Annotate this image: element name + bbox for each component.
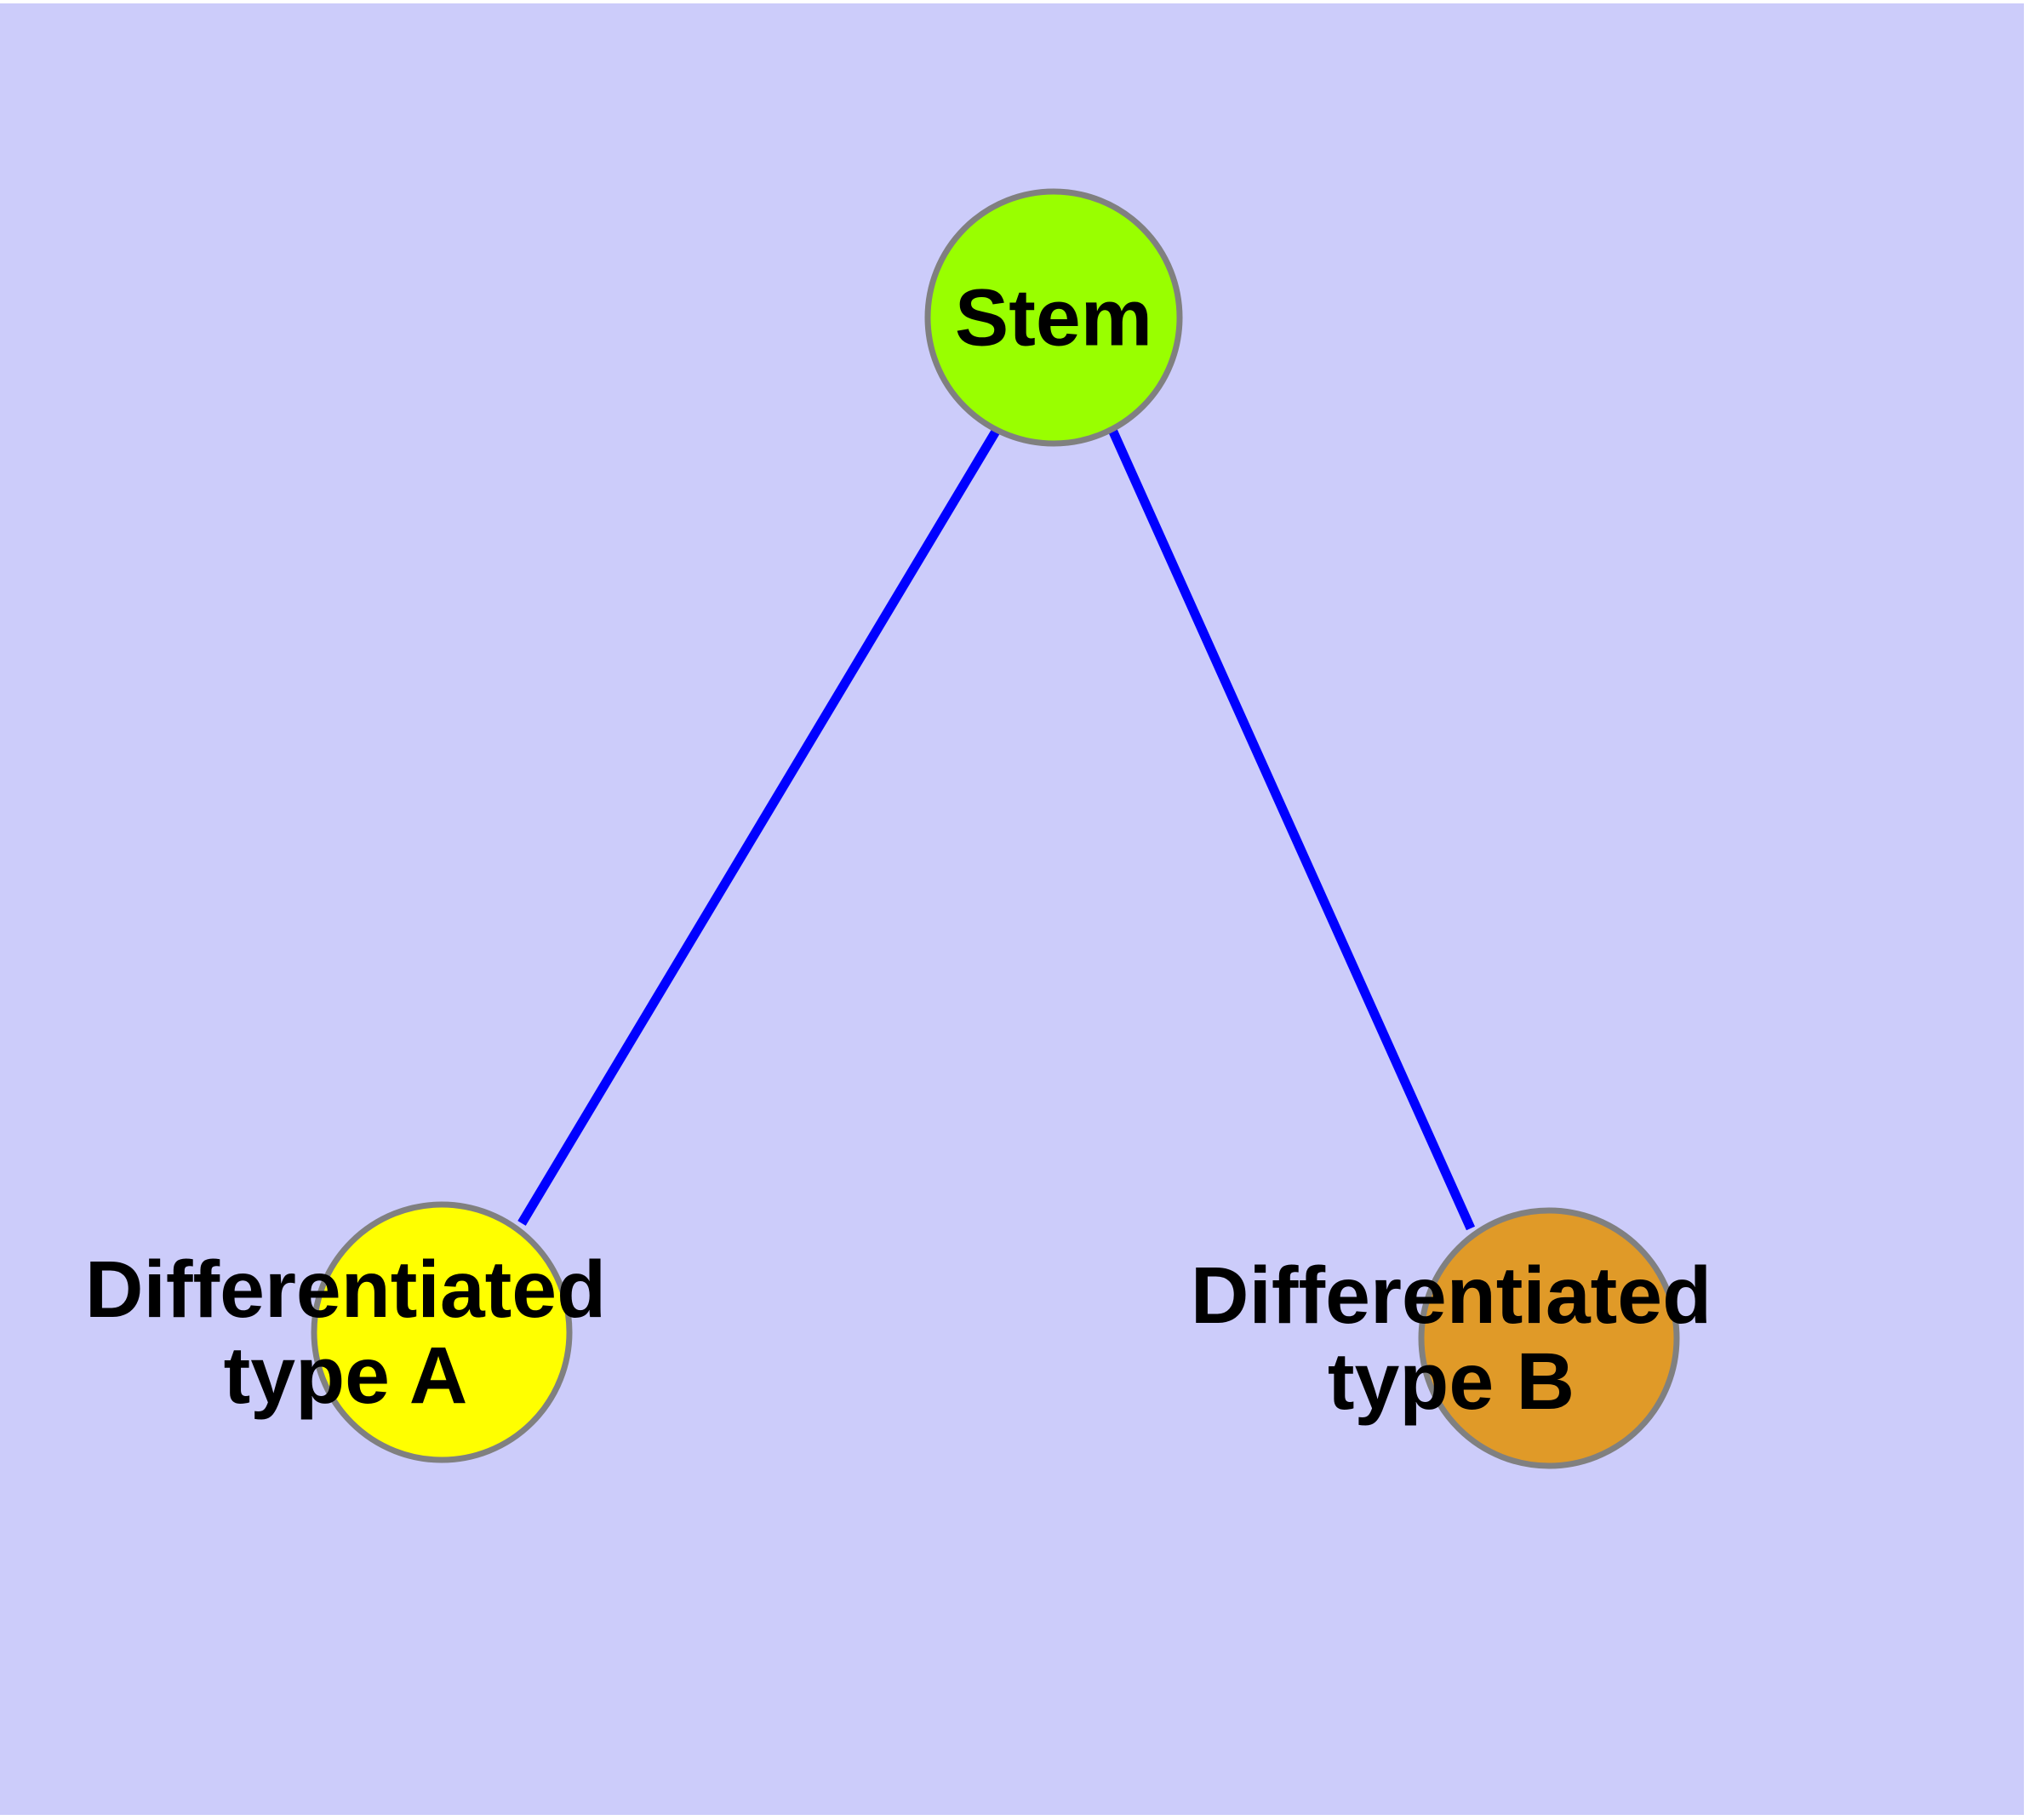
node-stem[interactable] — [924, 188, 1183, 447]
node-label-line: type B — [1328, 1336, 1575, 1427]
node-label-line: Stem — [955, 272, 1152, 363]
edge-stem-to-differentiated-type-b[interactable] — [1107, 427, 1476, 1231]
node-label-line: type A — [224, 1331, 468, 1421]
node-label-stem: Stem — [955, 272, 1152, 363]
edges-group — [517, 427, 1476, 1231]
edge-stem-to-differentiated-type-a[interactable] — [517, 427, 1001, 1226]
node-differentiated-type-b[interactable] — [1418, 1207, 1680, 1469]
node-label-line: Differentiated — [1191, 1251, 1712, 1341]
node-label-line: Differentiated — [85, 1245, 606, 1335]
nodes-group — [311, 188, 1680, 1469]
node-differentiated-type-a[interactable] — [311, 1201, 573, 1463]
